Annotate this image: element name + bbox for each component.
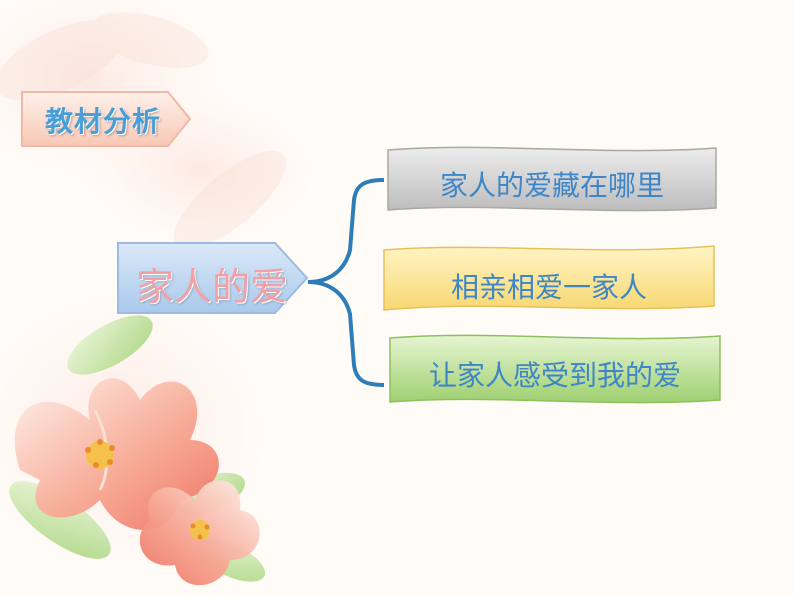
branch-node-3-label: 让家人感受到我的爱	[428, 359, 681, 392]
branch-node-2-label: 相亲相爱一家人	[450, 271, 647, 304]
branch-node-2-shape	[383, 245, 715, 311]
section-tag-shape	[21, 91, 192, 147]
section-tag-label: 教材分析	[44, 105, 161, 138]
branch-node-3: 让家人感受到我的爱	[386, 330, 724, 408]
mindmap-connector	[307, 178, 385, 387]
branch-node-1: 家人的爱藏在哪里	[384, 142, 720, 216]
central-topic-shape	[117, 242, 309, 314]
central-topic-label: 家人的爱	[135, 265, 288, 309]
branch-node-2: 相亲相爱一家人	[380, 240, 718, 314]
central-topic: 家人的爱	[115, 240, 311, 316]
section-tag: 教材分析	[18, 88, 194, 150]
branch-node-3-shape	[389, 334, 721, 404]
branch-node-1-label: 家人的爱藏在哪里	[439, 169, 664, 202]
branch-node-1-shape	[387, 146, 717, 212]
